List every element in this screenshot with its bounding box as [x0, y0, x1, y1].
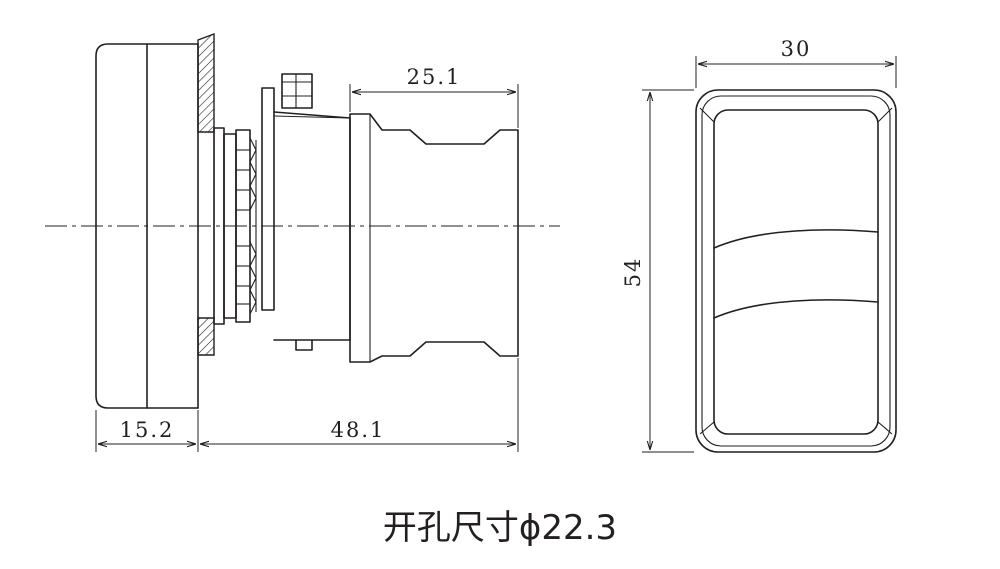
dimension-body-depth: 48.1: [200, 358, 519, 452]
front-view: 30 54: [621, 37, 897, 453]
dim-label-54: 54: [621, 257, 645, 288]
dim-label-25-1: 25.1: [407, 65, 462, 89]
dim-label-15-2: 15.2: [120, 418, 175, 442]
actuator-surface: [713, 229, 879, 319]
dimension-button-height: 15.2: [95, 410, 199, 452]
dim-label-30: 30: [781, 37, 812, 61]
side-view: 25.1 15.2 48.1: [45, 32, 560, 452]
front-bezel: [695, 89, 897, 453]
threaded-nut: [213, 127, 257, 325]
dimension-height: 54: [621, 89, 694, 453]
adapter-frame: [261, 73, 351, 351]
contact-block: [349, 113, 519, 363]
mounting-panel: [197, 32, 215, 356]
dim-label-48-1: 48.1: [331, 418, 386, 442]
cutout-size-caption: 开孔尺寸ϕ22.3: [382, 508, 618, 548]
dimension-width: 30: [695, 37, 897, 88]
dimension-panel-depth: 25.1: [349, 65, 519, 128]
